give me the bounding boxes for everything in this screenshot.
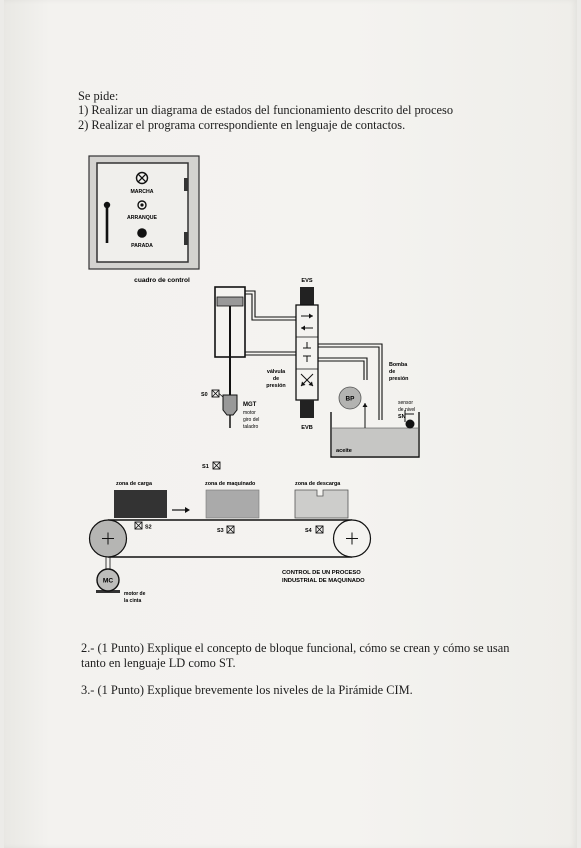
s3-label: S3 — [217, 528, 224, 534]
evs-solenoid — [300, 287, 314, 305]
s0-label: S0 — [201, 392, 208, 398]
arranque-label: ARRANQUE — [127, 215, 158, 221]
zona-carga-label: zona de carga — [116, 481, 153, 487]
diagram-title-1: CONTROL DE UN PROCESO — [282, 570, 361, 576]
workpiece-descarga — [294, 489, 349, 519]
s2-sensor-icon — [134, 521, 143, 530]
control-panel-caption: cuadro de control — [134, 277, 190, 284]
hinge-top — [184, 178, 188, 191]
mc-label: MC — [103, 578, 113, 585]
question-2-line-2: tanto en lenguaje LD como ST. — [81, 656, 236, 670]
task-item-1: 1) Realizar un diagrama de estados del f… — [78, 103, 454, 117]
zona-maquinado-label: zona de maquinado — [205, 481, 256, 487]
mgt-label: MGT — [243, 402, 257, 408]
mgt-desc-1: motor — [243, 410, 256, 416]
direction-arrow-icon — [172, 507, 190, 513]
paper-sheet — [4, 0, 577, 848]
zona-descarga-label: zona de descarga — [295, 481, 341, 487]
mgt-desc-3: taladro — [243, 424, 259, 430]
sn-label: SN — [398, 414, 406, 420]
motor-cinta-label-1: motor de — [124, 591, 146, 597]
s3-sensor-icon — [226, 525, 235, 534]
workpiece-carga — [114, 490, 167, 518]
task-item-2: 2) Realizar el programa correspondiente … — [78, 118, 406, 132]
oil-tank — [330, 410, 420, 458]
valve-label-2: de — [273, 376, 279, 382]
valve-label-3: presión — [266, 383, 285, 389]
question-2-line-1: 2.- (1 Punto) Explique el concepto de bl… — [81, 641, 510, 655]
motor-cinta-label-2: la cinta — [124, 598, 141, 604]
mgt-desc-2: giro del — [243, 417, 259, 423]
pump-label-3: presión — [389, 376, 408, 382]
s4-sensor-icon — [315, 525, 324, 534]
level-float-icon — [405, 419, 415, 429]
control-panel: MARCHA ARRANQUE PARADA cuadro de control — [88, 155, 200, 284]
evs-label: EVS — [301, 278, 312, 284]
evb-label: EVB — [301, 425, 313, 431]
marcha-label: MARCHA — [130, 189, 153, 195]
workpiece-maquinado — [205, 489, 260, 519]
belt-motor — [96, 557, 120, 593]
evb-solenoid — [300, 400, 314, 418]
pressure-pump — [338, 386, 368, 445]
question-3: 3.- (1 Punto) Explique brevemente los ni… — [81, 683, 413, 697]
hinge-bottom — [184, 232, 188, 245]
drill-motor — [211, 389, 238, 428]
s2-label: S2 — [145, 525, 152, 531]
bp-label: BP — [346, 396, 356, 403]
aceite-label: aceite — [336, 448, 352, 454]
marcha-lamp-icon — [135, 171, 149, 185]
sensor-label-1: sensor — [398, 400, 413, 406]
s4-label: S4 — [305, 528, 312, 534]
parada-label: PARADA — [131, 243, 153, 249]
pump-label-2: de — [389, 369, 395, 375]
hydraulic-cylinder — [214, 286, 296, 395]
valve-label-1: válvula — [267, 369, 286, 375]
conveyor-belt — [88, 519, 372, 558]
pump-label-1: Bomba — [389, 362, 408, 368]
sensor-label-2: de nivel — [398, 407, 415, 413]
piston — [216, 296, 244, 307]
parada-button-icon — [137, 228, 147, 238]
diagram-title-2: INDUSTRIAL DE MAQUINADO — [282, 578, 365, 584]
s1-label: S1 — [202, 464, 209, 470]
intro-text: Se pide: — [78, 89, 119, 103]
s1-sensor-icon — [212, 461, 221, 470]
pressure-valve — [295, 287, 383, 420]
